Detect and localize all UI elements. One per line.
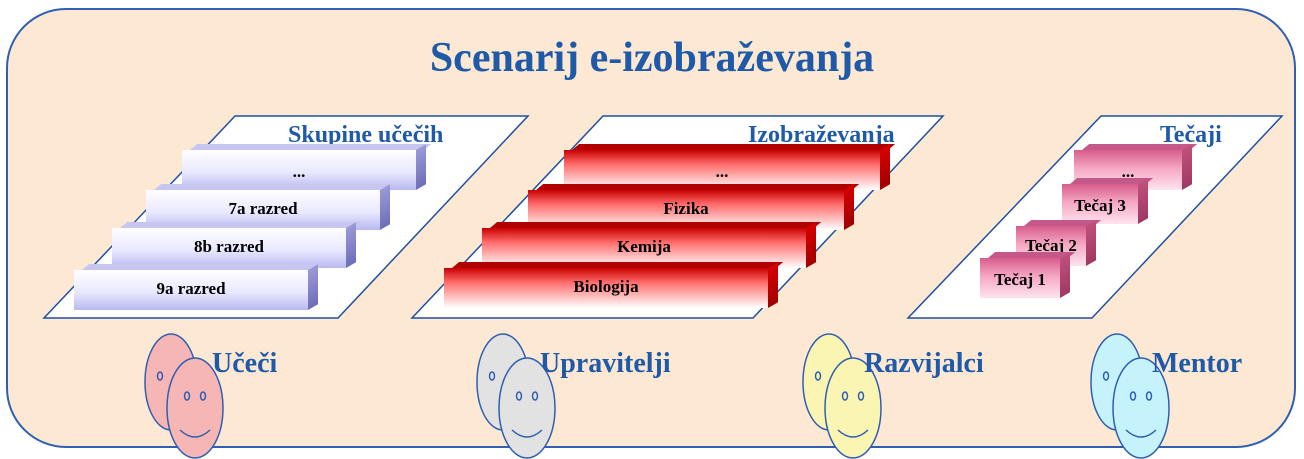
smiley-face-icon <box>144 333 224 459</box>
smiley-face-icon <box>1090 333 1170 459</box>
training-biologija[interactable]: Biologija <box>444 262 784 308</box>
training-kemija[interactable]: Kemija <box>482 222 822 268</box>
smiley-face-icon <box>802 333 882 459</box>
role-label-administrators: Upravitelji <box>540 348 671 379</box>
learner-group-8b[interactable]: 8b razred <box>112 222 362 268</box>
panel-label-courses: Tečaji <box>1160 122 1222 148</box>
role-label-developers: Razvijalci <box>864 348 984 379</box>
role-label-mentor: Mentor <box>1152 348 1243 379</box>
role-label-learners: Učeči <box>212 348 278 379</box>
smiley-face-icon <box>476 333 556 459</box>
course-1[interactable]: Tečaj 1 <box>980 252 1076 298</box>
learner-group-9a[interactable]: 9a razred <box>74 264 324 310</box>
panel-label-trainings: Izobraževanja <box>748 122 895 148</box>
course-3[interactable]: Tečaj 3 <box>1062 178 1154 224</box>
learner-group-more[interactable]: ... <box>182 144 432 190</box>
diagram-title: Scenarij e-izobraževanja <box>429 35 875 81</box>
panel-label-learner-groups: Skupine učečih <box>288 122 444 148</box>
training-more[interactable]: ... <box>564 144 896 190</box>
